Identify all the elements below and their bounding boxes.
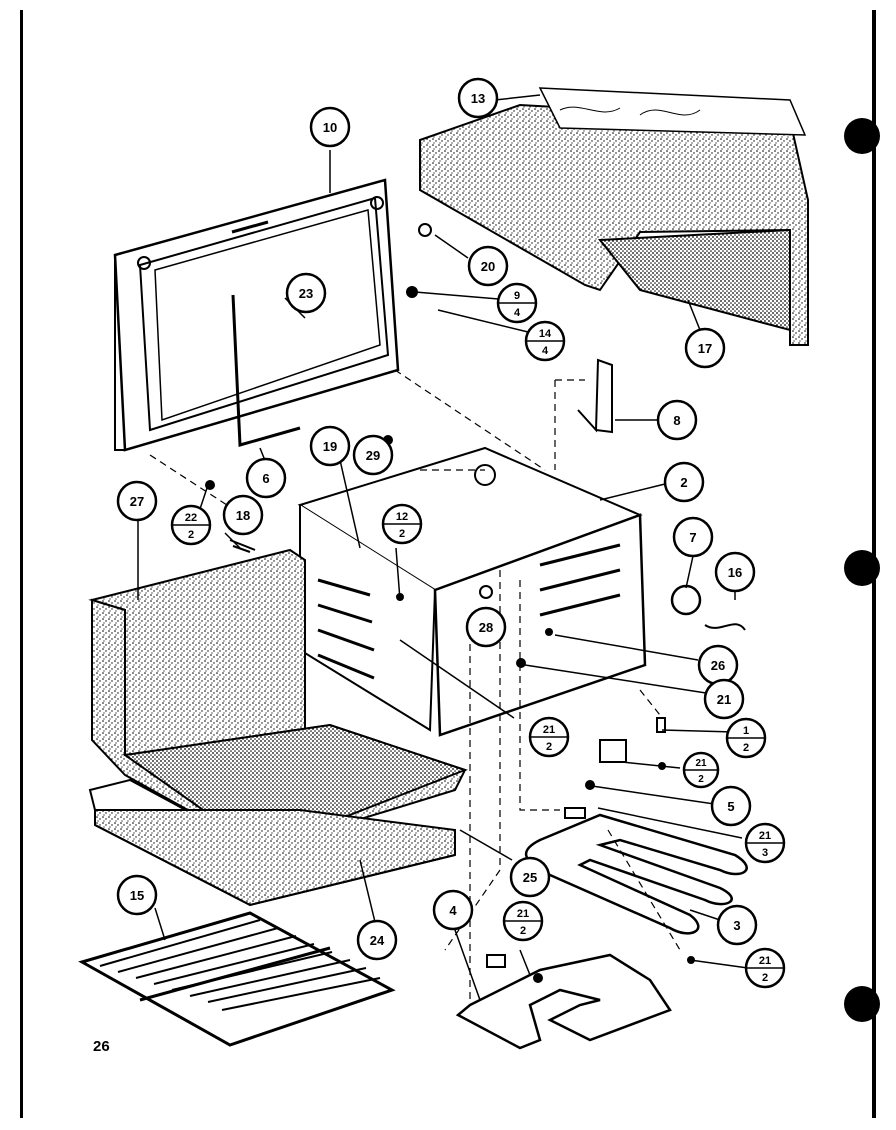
callout-9-num: 9	[514, 290, 520, 302]
callout-22-den: 2	[188, 529, 194, 541]
binder-hole-top-icon	[844, 118, 880, 154]
callout-27-label: 27	[130, 494, 144, 509]
callout-21-b-den: 3	[762, 847, 768, 859]
callout-21-a-num: 21	[695, 758, 707, 769]
callout-12-den: 2	[399, 528, 405, 540]
callout-13-label: 13	[471, 91, 485, 106]
callout-7-label: 7	[689, 530, 696, 545]
callout-19-label: 19	[323, 439, 337, 454]
callout-21-2-center: 21 2	[528, 716, 570, 758]
callout-14-den: 4	[542, 345, 549, 357]
bake-element	[455, 953, 672, 1050]
callout-17-label: 17	[698, 341, 712, 356]
oven-rack	[78, 911, 396, 1047]
callout-9-4: 9 4	[496, 282, 538, 324]
outer-insulation	[88, 548, 468, 852]
callout-21-center-den: 2	[546, 741, 552, 753]
callout-29-label: 29	[366, 448, 380, 463]
callout-20-label: 20	[481, 259, 495, 274]
callout-20: 20	[467, 245, 509, 287]
callout-9-den: 4	[514, 307, 521, 319]
bottom-insulation	[88, 778, 456, 907]
callout-1-den: 2	[743, 742, 749, 754]
callout-25: 25	[509, 856, 551, 898]
callout-14-4: 14 4	[524, 320, 566, 362]
callout-8: 8	[656, 399, 698, 441]
callout-21-3: 21 3	[744, 822, 786, 864]
callout-21-center-num: 21	[543, 724, 555, 736]
callout-28: 28	[465, 606, 507, 648]
callout-27: 27	[116, 480, 158, 522]
callout-21-b-num: 21	[759, 830, 771, 842]
callout-12-2: 12 2	[381, 503, 423, 545]
callout-21-c-den: 2	[520, 925, 526, 937]
callout-12-num: 12	[396, 511, 408, 523]
callout-21-2-c: 21 2	[744, 947, 786, 989]
binder-hole-middle-icon	[844, 550, 880, 586]
callout-3-label: 3	[733, 918, 740, 933]
callout-16-label: 16	[728, 565, 742, 580]
callout-5: 5	[710, 785, 752, 827]
callout-1-num: 1	[743, 725, 749, 737]
callout-22-2: 22 2	[170, 504, 212, 546]
callout-6-label: 6	[262, 471, 269, 486]
callout-21-c-num: 21	[517, 908, 529, 920]
callout-26: 26	[697, 644, 739, 686]
small-parts	[205, 223, 746, 983]
callout-25-label: 25	[523, 870, 537, 885]
callout-21-d-den: 2	[762, 972, 768, 984]
callout-6: 6	[245, 457, 287, 499]
callout-2: 2	[663, 461, 705, 503]
callout-21-2-b: 21 2	[502, 900, 544, 942]
callout-7: 7	[672, 516, 714, 558]
callout-17: 17	[684, 327, 726, 369]
callout-1-2: 1 2	[725, 717, 767, 759]
callout-19: 19	[309, 425, 351, 467]
callout-21-label: 21	[717, 692, 731, 707]
callout-23-label: 23	[299, 286, 313, 301]
top-insulation-cover	[419, 87, 809, 346]
callout-10-label: 10	[323, 120, 337, 135]
callout-8-label: 8	[673, 413, 680, 428]
leader-lines	[137, 94, 749, 1001]
callout-13: 13	[457, 77, 499, 119]
callout-14-num: 14	[539, 328, 552, 340]
callout-4: 4	[432, 889, 474, 931]
callout-16: 16	[714, 551, 756, 593]
callout-23: 23	[285, 272, 327, 314]
callout-24: 24	[356, 919, 398, 961]
callout-24-label: 24	[370, 933, 385, 948]
callout-10: 10	[309, 106, 351, 148]
callout-26-label: 26	[711, 658, 725, 673]
callout-5-label: 5	[727, 799, 734, 814]
callout-21-d-num: 21	[759, 955, 771, 967]
callout-4-label: 4	[449, 903, 457, 918]
callout-21-a-den: 2	[698, 774, 704, 785]
callout-2-label: 2	[680, 475, 687, 490]
callout-3: 3	[716, 904, 758, 946]
callout-29: 29	[352, 434, 394, 476]
oven-cavity	[297, 446, 647, 737]
callout-21-2-a: 21 2	[682, 751, 720, 789]
callout-22-num: 22	[185, 512, 197, 524]
page-number: 26	[93, 1038, 110, 1055]
callout-18-label: 18	[236, 508, 250, 523]
callout-15-label: 15	[130, 888, 144, 903]
callout-21: 21	[703, 678, 745, 720]
binder-hole-bottom-icon	[844, 986, 880, 1022]
callout-15: 15	[116, 874, 158, 916]
door-frame	[113, 178, 400, 452]
callout-18: 18	[222, 494, 264, 536]
callout-28-label: 28	[479, 620, 493, 635]
